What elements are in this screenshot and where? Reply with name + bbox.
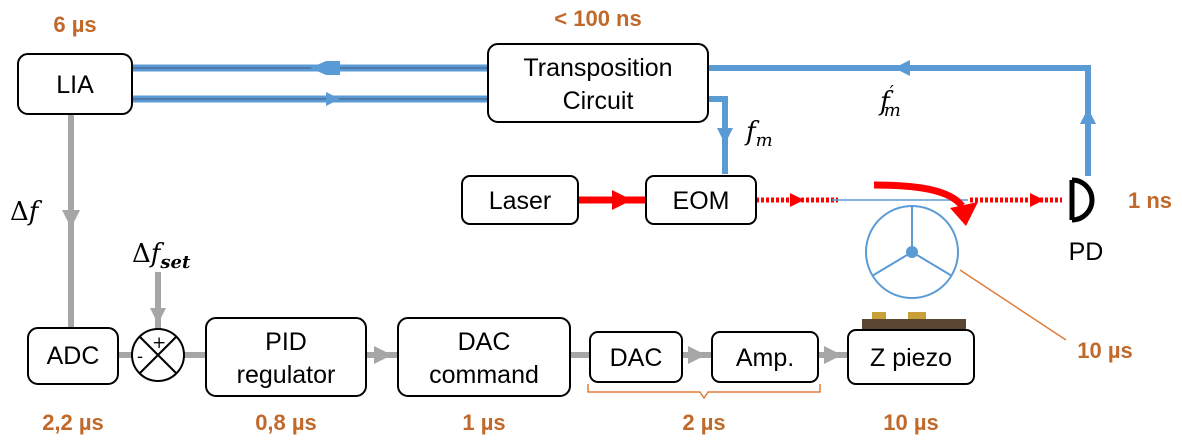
timing-pid: 0,8 µs [255, 410, 317, 435]
dac-amp-bracket [587, 384, 821, 400]
timing-adc: 2,2 µs [42, 410, 104, 435]
photodiode-icon [1069, 177, 1095, 223]
arrow-down-icon [717, 128, 733, 144]
dac-label: DAC [610, 344, 663, 372]
plus-sign: + [152, 333, 166, 353]
z-piezo-block: Z piezo [847, 329, 975, 385]
pid-block: PID regulator [205, 317, 367, 397]
rotation-arrowhead-icon [950, 202, 978, 226]
gray-control-paths [62, 114, 848, 364]
transposition-block: Transposition Circuit [487, 43, 709, 123]
lia-label: LIA [56, 71, 94, 99]
minus-sign: - [137, 346, 143, 367]
timing-lia: 6 µs [53, 12, 96, 37]
timing-dac-amp: 2 µs [682, 410, 725, 435]
piezo-stage-icon [862, 312, 966, 329]
arrow-right-icon [1030, 193, 1044, 207]
resonator-wheel-icon [865, 205, 959, 299]
blue-signal-paths [132, 60, 1096, 176]
rotation-arrow-icon [873, 181, 965, 209]
arrow-to-lia-icon [310, 61, 340, 75]
adc-block: ADC [27, 327, 119, 385]
amp-block: Amp. [711, 331, 819, 383]
timing-resonator: 10 µs [1077, 338, 1133, 363]
pid-label-line1: PID [265, 328, 307, 356]
z-piezo-label: Z piezo [870, 344, 952, 372]
delta-f-set-label: Δfset [132, 239, 191, 273]
arrow-right-icon [790, 193, 804, 207]
delta-f-label: Δf [10, 197, 43, 227]
timing-z-piezo: 10 µs [883, 410, 939, 435]
lia-block: LIA [17, 53, 133, 115]
arrow-right-icon [374, 346, 392, 364]
timing-pd: 1 ns [1128, 188, 1172, 213]
f-m-prime-label: f′m [878, 82, 901, 121]
eom-block: EOM [645, 175, 757, 225]
timing-dac-command: 1 µs [462, 410, 505, 435]
dac-command-label-line1: DAC [458, 328, 511, 356]
arrow-right-icon [612, 190, 632, 210]
arrow-left-icon [894, 60, 910, 76]
laser-label: Laser [489, 187, 552, 215]
dac-block: DAC [589, 331, 683, 383]
dac-command-label-line2: command [429, 361, 539, 389]
f-m-label: fm [744, 117, 773, 151]
amp-label: Amp. [736, 344, 794, 372]
resonator-callout-line [959, 269, 1067, 341]
arrow-to-transposition-icon [326, 92, 340, 106]
arrow-down-icon [150, 308, 166, 324]
transposition-label-line2: Circuit [563, 87, 634, 115]
laser-block: Laser [461, 175, 579, 225]
pid-label-line2: regulator [237, 361, 336, 389]
arrow-right-icon [688, 346, 706, 364]
timing-transposition: < 100 ns [554, 6, 641, 31]
adc-label: ADC [47, 342, 100, 370]
summing-junction-icon [131, 328, 185, 382]
arrow-up-icon [1080, 108, 1096, 124]
arrow-right-icon [824, 346, 842, 364]
optical-path [578, 181, 1062, 226]
modulation-line [708, 96, 728, 174]
eom-label: EOM [673, 187, 730, 215]
transposition-label-line1: Transposition [523, 54, 672, 82]
arrow-down-icon [62, 210, 80, 228]
pd-label: PD [1069, 238, 1104, 266]
pd-feedback-line [708, 65, 1091, 176]
dac-command-block: DAC command [397, 317, 571, 397]
